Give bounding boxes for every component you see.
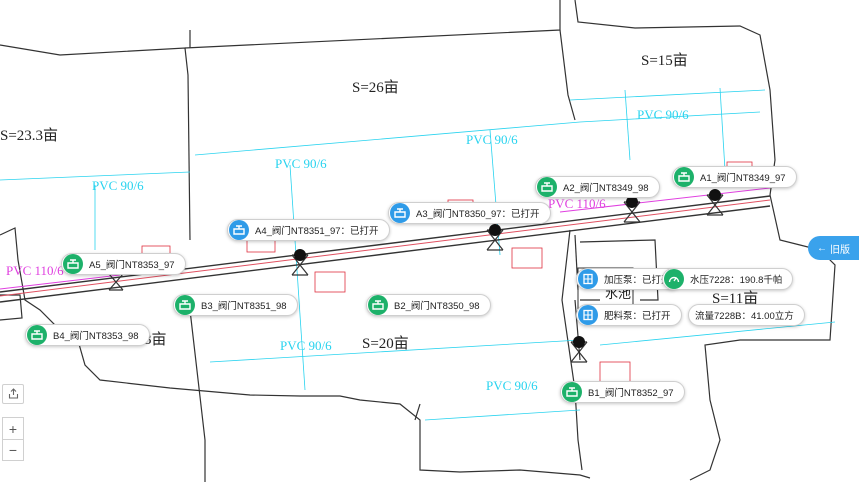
field-subdivisions [0, 87, 836, 421]
valve-icon [175, 295, 195, 315]
pump-icon [578, 269, 598, 289]
pipe-label-6: PVC 90/6 [486, 378, 538, 393]
pipe-label-5: PVC 90/6 [280, 338, 332, 353]
old-version-button[interactable]: ← 旧版 [808, 236, 859, 260]
valve-symbols [108, 189, 724, 363]
area-label-s23: S=23.3亩 [0, 126, 58, 144]
valve-tag-b2[interactable]: B2_阀门NT8350_98 [366, 294, 491, 316]
pipe-label-110-a: PVC 110/6 [6, 263, 64, 278]
sensor-label: 流量7228B：41.00立方 [695, 311, 794, 322]
arrow-left-icon: ← [817, 242, 827, 254]
valve-label: B3_阀门NT8351_98 [201, 301, 287, 312]
valve-icon [63, 254, 83, 274]
sensor-tag-flow[interactable]: 流量7228B：41.00立方 [688, 304, 805, 326]
valve-label: B2_阀门NT8350_98 [394, 301, 480, 312]
parcel-boundaries [0, 0, 836, 482]
main-pipes [0, 187, 771, 361]
share-icon [8, 386, 19, 402]
valve-label: A3_阀门NT8350_97：已打开 [416, 209, 540, 220]
gauge-icon [664, 269, 684, 289]
pipe-label-1: PVC 90/6 [92, 178, 144, 193]
valve-label: B4_阀门NT8353_98 [53, 331, 139, 342]
valve-tag-b1[interactable]: B1_阀门NT8352_97 [560, 381, 685, 403]
zoom-in-button[interactable]: + [2, 417, 24, 439]
valve-tag-a3[interactable]: A3_阀门NT8350_97：已打开 [388, 202, 551, 224]
area-label-s13: 3亩 [144, 330, 167, 348]
valve-tag-a4[interactable]: A4_阀门NT8351_97：已打开 [227, 219, 390, 241]
sensor-label: 水压7228：190.8千帕 [690, 275, 783, 286]
pump-icon [578, 305, 598, 325]
pipe-label-4: PVC 90/6 [637, 107, 689, 122]
area-label-s11: S=11亩 [712, 289, 758, 307]
valve-label: A2_阀门NT8349_98 [563, 183, 649, 194]
valve-tag-a2[interactable]: A2_阀门NT8349_98 [535, 176, 660, 198]
valve-label: B1_阀门NT8352_97 [588, 388, 674, 399]
area-label-s15: S=15亩 [641, 51, 688, 69]
area-label-s20: S=20亩 [362, 334, 409, 352]
pump-tag-booster[interactable]: 加压泵：已打开 [576, 268, 682, 290]
pipe-label-2: PVC 90/6 [275, 156, 327, 171]
valve-tag-a1[interactable]: A1_阀门NT8349_97 [672, 166, 797, 188]
valve-icon [674, 167, 694, 187]
valve-icon [27, 325, 47, 345]
valve-label: A4_阀门NT8351_97：已打开 [255, 226, 379, 237]
pump-tag-fertilizer[interactable]: 肥料泵：已打开 [576, 304, 682, 326]
sensor-tag-pressure[interactable]: 水压7228：190.8千帕 [662, 268, 794, 290]
valve-icon [229, 220, 249, 240]
pump-label: 加压泵：已打开 [604, 275, 671, 286]
valve-icon [537, 177, 557, 197]
old-version-label: 旧版 [830, 244, 850, 256]
zoom-out-button[interactable]: − [2, 439, 24, 461]
pipe-label-110-b: PVC 110/6 [548, 196, 606, 211]
valve-icon [368, 295, 388, 315]
pipe-label-3: PVC 90/6 [466, 132, 518, 147]
share-button[interactable] [2, 384, 24, 404]
valve-icon [390, 203, 410, 223]
valve-tag-b4[interactable]: B4_阀门NT8353_98 [25, 324, 150, 346]
valve-tag-b3[interactable]: B3_阀门NT8351_98 [173, 294, 298, 316]
area-label-s26: S=26亩 [352, 78, 399, 96]
valve-label: A5_阀门NT8353_97 [89, 260, 175, 271]
valve-label: A1_阀门NT8349_97 [700, 173, 786, 184]
valve-icon [562, 382, 582, 402]
valve-tag-a5[interactable]: A5_阀门NT8353_97 [61, 253, 186, 275]
pump-label: 肥料泵：已打开 [604, 311, 671, 322]
